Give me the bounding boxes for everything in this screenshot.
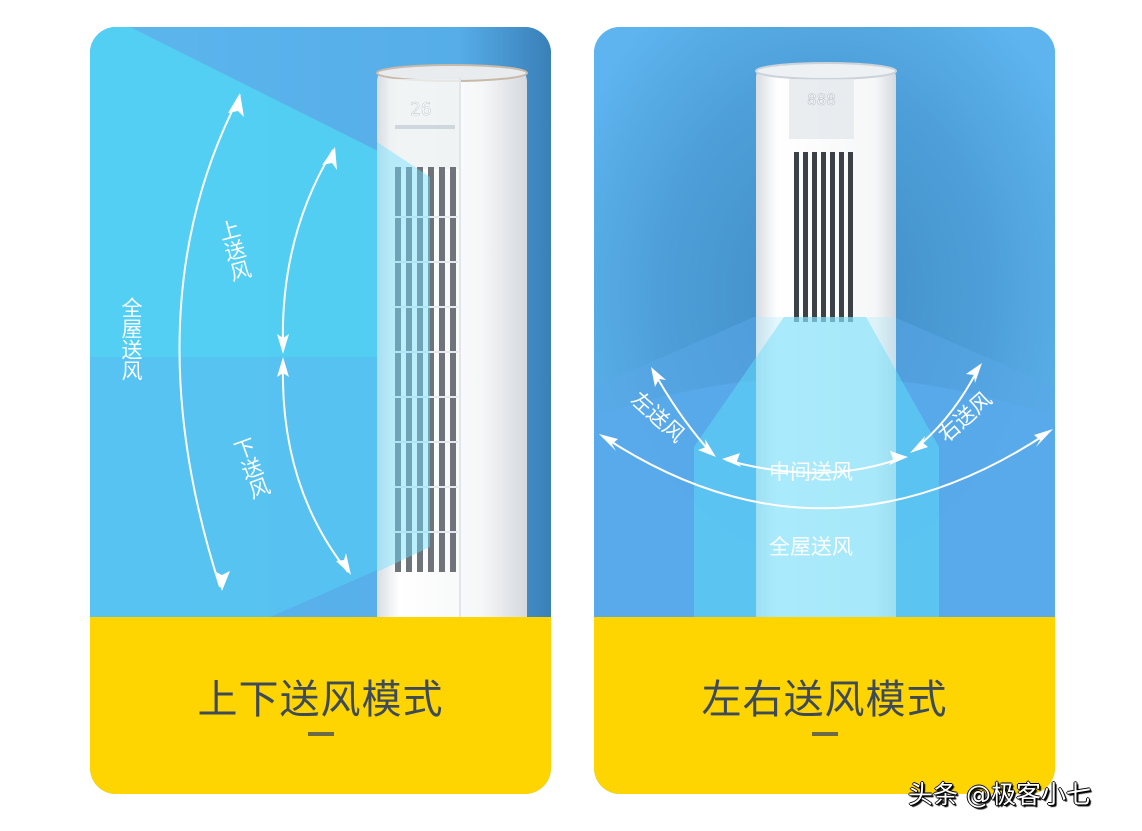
updown-airflow-scene: 26: [90, 27, 551, 617]
leftright-airflow-illustration: 888: [594, 27, 1055, 617]
ac-unit: 26: [376, 64, 528, 617]
leftright-mode-footer: 左右送风模式: [594, 617, 1055, 794]
updown-mode-title: 上下送风模式: [197, 677, 444, 723]
updown-mode-card: 26: [90, 27, 551, 794]
whole-house-airflow-label: 全屋送风: [119, 297, 143, 381]
svg-text:26: 26: [410, 99, 432, 120]
updown-airflow-illustration: 26: [90, 27, 551, 617]
watermark: 头条 @极客小七: [908, 780, 1091, 809]
whole-house-airflow-label: 全屋送风: [769, 535, 853, 559]
svg-text:888: 888: [807, 90, 836, 109]
leftright-airflow-scene: 888: [594, 27, 1055, 617]
middle-airflow-label: 中间送风: [769, 460, 853, 484]
updown-mode-footer: 上下送风模式: [90, 617, 551, 794]
title-underline-dash: [811, 732, 838, 736]
leftright-mode-card: 888: [594, 27, 1055, 794]
title-underline-dash: [307, 732, 334, 736]
leftright-mode-title: 左右送风模式: [701, 677, 948, 723]
